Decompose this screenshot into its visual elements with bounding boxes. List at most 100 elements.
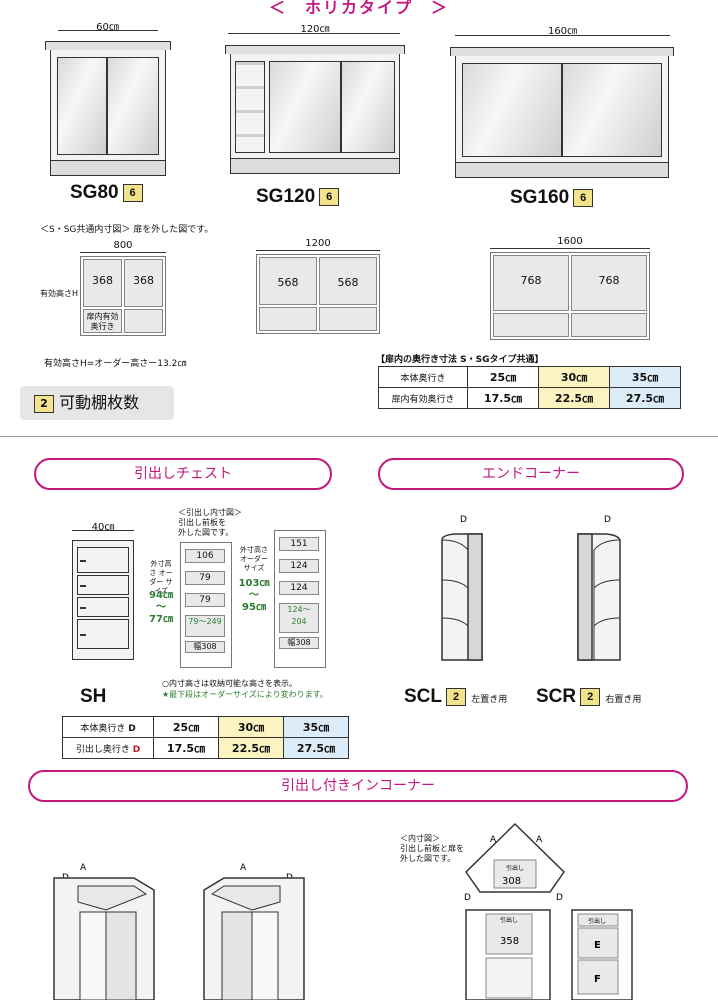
plan120-cell-left: 568 [259,257,317,305]
scl-d-label: D [460,515,467,525]
depth-table2-row2-label: 引出し奥行き D [62,737,154,759]
chest-width-label: 40㎝ [91,522,115,533]
depth-table2-cell: 22.5㎝ [218,737,284,759]
chest-notes: ○内寸高さは収納可能な高さを表示。 ★最下段はオーダーサイズにより変わります。 [162,679,328,699]
depth-table2-row1-label: 本体奥行き D [62,716,154,738]
chest-left-cell: 79 [185,571,225,585]
plan160-cell-right: 768 [571,255,647,311]
side-e-label: E [594,940,601,951]
sg120-badge: 6 [319,187,340,206]
depth-table1-cell: 25㎝ [467,366,539,388]
depth-table2-cell: 27.5㎝ [283,737,349,759]
inner-dims-caption: ＜S・SG共通内寸図＞ 扉を外した図です。 [40,225,214,235]
depth-table2-cell: 30㎝ [218,716,284,738]
sg160-cabinet-image [450,47,674,178]
scr-d-label: D [604,515,611,525]
chest-left-heights: 94㎝〜77㎝ [149,590,173,625]
in-corner-right-a-label: A [240,863,247,873]
plan80-cell-note: 扉内有効奥行き [83,309,122,333]
side-top-label: 引出し [588,917,606,925]
chest-left-width: 幅308 [185,641,225,653]
plan-d-label-right: D [556,893,563,903]
front-value: 358 [500,936,519,947]
plan-top-label: 引出し [506,864,524,872]
plan80-width: 800 [113,240,133,251]
side-f-label: F [594,974,601,985]
in-corner-side-image: 引出し E F [571,909,633,1000]
plan160-cell-left: 768 [493,255,569,311]
depth-table1-row2-label: 扉内有効奥行き [378,387,468,409]
sg120-dim-line [228,33,400,34]
chest-right-inner-drawing: 151 124 124 124〜204 幅308 [274,530,326,668]
chest-left-cell: 79 [185,593,225,607]
plan-d-label-left: D [464,893,471,903]
chest-model: SH [80,686,107,707]
chest-right-cell: 151 [279,537,319,551]
chest-left-cell: 106 [185,549,225,563]
plan80-cell-left: 368 [83,259,122,307]
sg80-dim-line [58,30,158,31]
front-top-label: 引出し [500,916,518,924]
depth-table2-cell: 35㎝ [283,716,349,738]
depth-table1-cell: 22.5㎝ [538,387,610,409]
sg160-badge: 6 [573,188,594,207]
plan-a-label-right: A [536,835,543,845]
depth-table1-cell: 30㎝ [538,366,610,388]
scr-image: D [577,515,621,661]
in-corner-left-image: A D [53,863,155,1000]
plan-value: 308 [502,876,521,887]
in-corner-inner-caption: ＜内寸図＞ 引出し前板と扉を 外した図です。 [400,834,464,863]
chest-right-cell: 124〜204 [279,603,319,633]
depth-table1-cell: 27.5㎝ [609,387,681,409]
sg120-cabinet-image [225,45,405,174]
plan160-cell-empty1 [493,313,569,337]
chest-right-cell: 124 [279,581,319,595]
depth-table1-row1-label: 本体奥行き [378,366,468,388]
plan120-dim-line [256,250,380,251]
chest-left-height-note: 外寸高さ オーダー サイズ [149,560,173,595]
chest-right-cell: 124 [279,559,319,573]
plan120-drawing: 568 568 [256,254,380,334]
scr-badge: 2 [580,687,601,706]
height-note: 有効高さH=オーダー高さー13.2㎝ [44,359,187,369]
in-corner-plan-image: 引出し 308 A A D D [464,822,565,903]
sg160-dim-line [455,35,670,36]
scl-image: D [441,515,483,661]
plan120-cell-right: 568 [319,257,377,305]
plan160-dim-line [490,248,650,249]
depth-table2-cell: 17.5㎝ [153,737,219,759]
plan160-width: 1600 [557,236,583,247]
section-title-in-corner: 引出し付きインコーナー [28,770,688,802]
chest-right-heights: 103㎝〜95㎝ [238,578,270,613]
section-title-horica: ＜ ホリカタイプ ＞ [268,0,449,17]
shelf-badge-num: 2 [34,394,54,413]
chest-image [72,540,134,660]
scl-badge: 2 [446,687,466,706]
in-corner-front-image: 引出し 358 [465,909,551,1000]
in-corner-right-image: A D [203,863,305,1000]
sg80-badge: 6 [122,183,143,202]
section-title-end-corner: エンドコーナー [378,458,684,490]
depth-table1: 本体奥行き 25㎝ 30㎝ 35㎝ 扉内有効奥行き 17.5㎝ 22.5㎝ 27… [378,366,681,409]
depth-table2: 本体奥行き D 25㎝ 30㎝ 35㎝ 引出し奥行き D 17.5㎝ 22.5㎝… [62,716,349,759]
in-corner-left-a-label: A [80,863,87,873]
plan80-dim-line [80,252,166,253]
depth-table1-cell: 35㎝ [609,366,681,388]
scr-note: 右置き用 [605,694,642,704]
plan-a-label-left: A [490,835,497,845]
chest-right-height-note: 外寸高さ オーダー サイズ [240,546,268,572]
chest-right-width: 幅308 [279,637,319,649]
depth-table1-cell: 17.5㎝ [467,387,539,409]
sg80-cabinet-image [45,41,171,176]
depth-table2-cell: 25㎝ [153,716,219,738]
plan160-drawing: 768 768 [490,252,650,340]
sg120-width-label: 120㎝ [300,24,330,35]
section-title-chest: 引出しチェスト [34,458,332,490]
plan120-width: 1200 [305,238,331,249]
sg80-width-label: 60㎝ [96,22,119,33]
